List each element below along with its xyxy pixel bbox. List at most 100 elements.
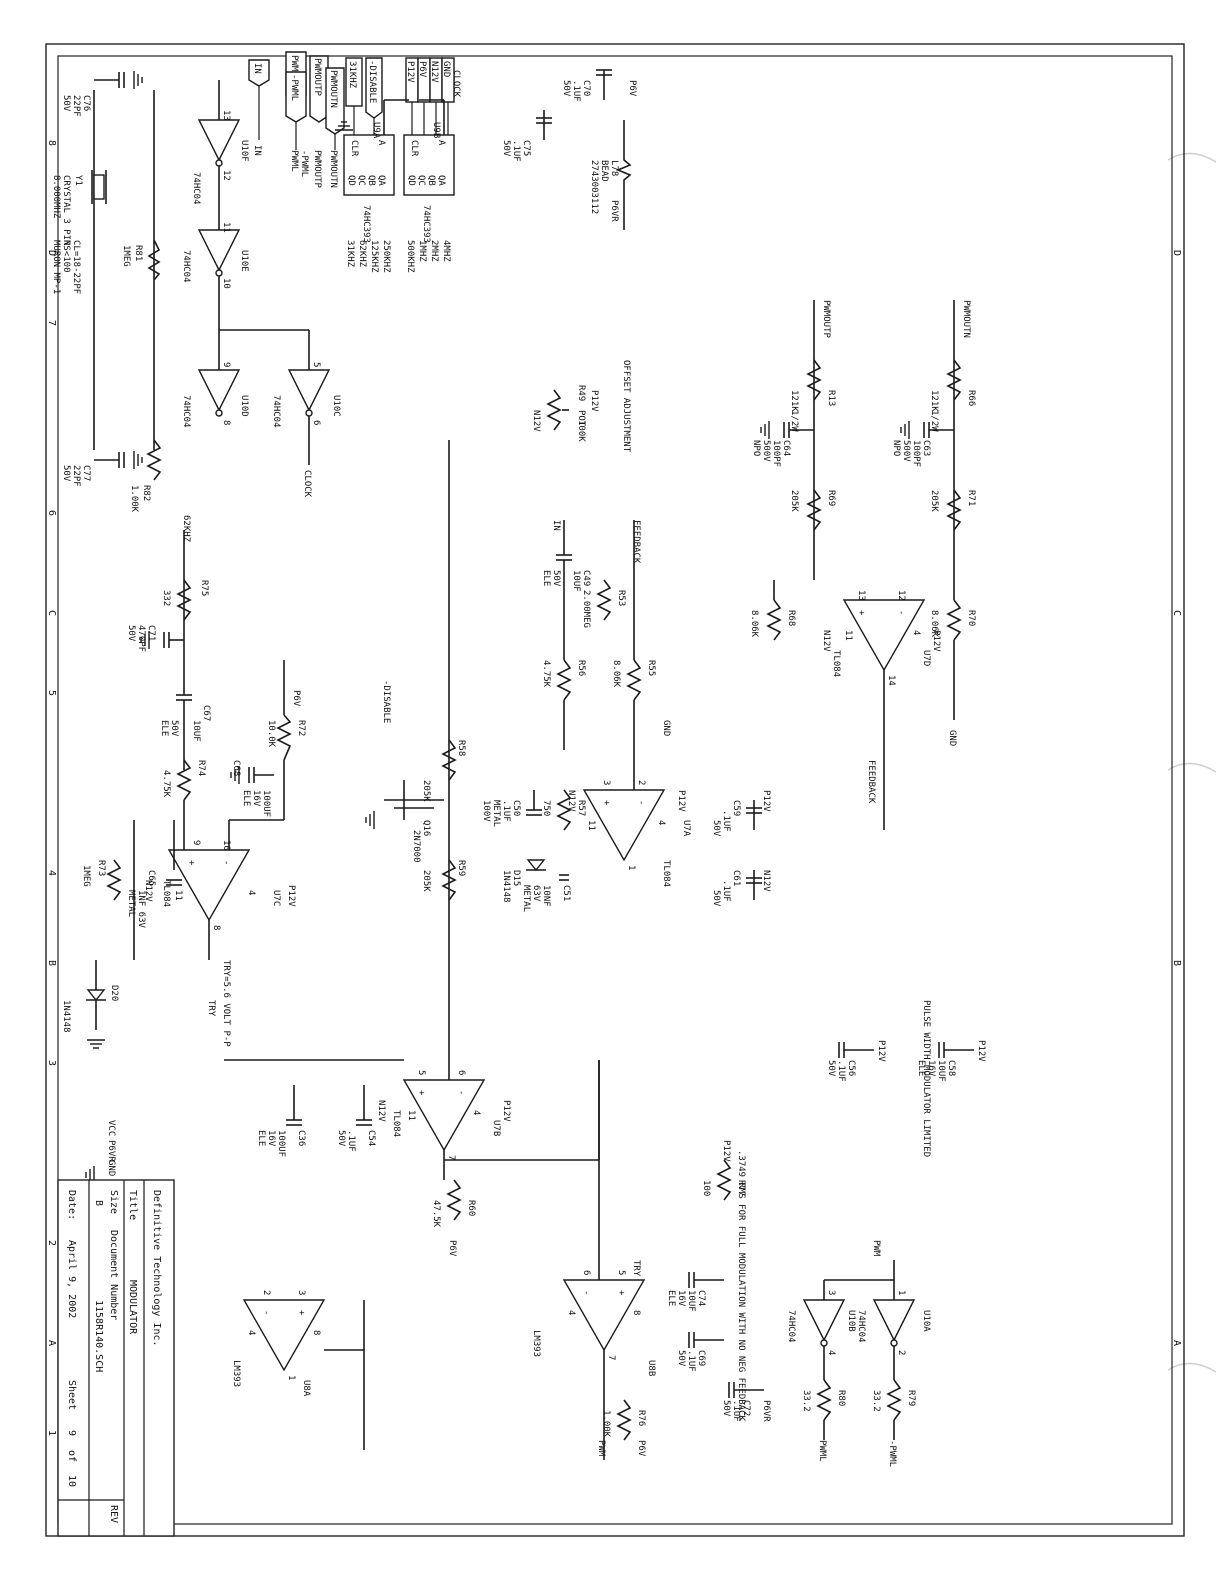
port-net-label: IN (252, 145, 262, 156)
ref-label: C65 (146, 870, 156, 886)
net-label: GND (947, 730, 957, 746)
capacitor-c71: C71 470PF 50V (126, 625, 184, 652)
opamp-sign: + (856, 610, 866, 616)
ref-label: C67 (201, 705, 211, 721)
pin-label: A (376, 140, 386, 146)
ref-label: Y1 (73, 175, 83, 186)
value-label: NPO (751, 440, 761, 456)
opamp-sign: - (896, 610, 906, 615)
resistor-r73: R73 1MEG (81, 859, 122, 901)
freq-label: 1MHZ (417, 240, 427, 262)
capacitor-c68: C68 100UF 16V ELE (230, 760, 274, 817)
part-label: 74HC393 (361, 205, 371, 243)
value-label: 500V (901, 440, 911, 462)
capacitor-c59: C59 .1UF 50V P12V (711, 790, 771, 837)
integrator: - + U7B TL084 6 5 7 4 11 P12V N12V C54 .… (224, 1040, 600, 1257)
legend-label: VCC (106, 1120, 116, 1136)
pin-label: 11 (586, 820, 596, 831)
inverter-u10f: U10F 74HC04 13 12 (191, 110, 249, 205)
net-label: -PWML (887, 1440, 897, 1467)
resistor-r68: R68 8.06K (749, 599, 796, 641)
value-label: 100PF (771, 440, 781, 467)
ref-label: R59 (456, 860, 466, 876)
resistor-r69: R69 205K (789, 489, 836, 531)
value-label: 205K (421, 870, 431, 892)
value-label: ELE (241, 790, 251, 806)
capacitor-c54: C54 .1UF 50V (336, 1085, 376, 1152)
value-label: 8.06K (611, 660, 621, 688)
pin-label: 7 (606, 1355, 616, 1360)
net-label: FEEDBACK (866, 760, 876, 804)
pin-label: 12 (221, 170, 231, 181)
part-label: 74HC04 (786, 1310, 796, 1343)
value-label: 205K (929, 490, 939, 512)
ref-label: R60 (466, 1200, 476, 1216)
value-label: MURON MP-1 (51, 240, 61, 294)
border-row-numbers: 8 7 6 5 4 3 2 1 (46, 140, 57, 1436)
pin-label: 2 (896, 1350, 906, 1355)
opamp-sign: + (186, 860, 196, 866)
value-label: CL=18-22PF (71, 240, 81, 294)
ref-label: D20 (109, 985, 119, 1001)
value-label: 1/2W (789, 410, 799, 432)
part-label: TL084 (161, 880, 171, 907)
port-pwmoutp: PWMOUTP PWMOUTN PWMOUTP PWMOUTN (309, 55, 345, 189)
value-label: 470PF (136, 625, 146, 652)
punch-hole-mark (1167, 762, 1217, 773)
resistor-r58: R58 205K (421, 739, 466, 802)
port-label: PWML (289, 55, 299, 77)
ref-label: L78 (609, 160, 619, 176)
pin-label: 3 (296, 1290, 306, 1295)
docnum-label: Document Number (108, 1230, 119, 1320)
ref-label: R66 (966, 390, 976, 406)
freq-label: 4MHZ (441, 240, 451, 262)
resistor-r77: R77 100 P12V (701, 1140, 746, 1201)
ref-label: U10F (239, 140, 249, 162)
net-label: P12V (286, 885, 296, 907)
capacitor-c72: C72 .1UF 50V P6VR (721, 1382, 771, 1422)
value-label: 100V (481, 800, 491, 822)
ref-label: U9A (371, 122, 381, 139)
port-list: IN IN PWML -PWML PWML -PWML PWMOUTP PWMO… (248, 51, 455, 193)
inverter-u10b: U10B 74HC04 3 4 (786, 1290, 856, 1355)
capacitor-c69: C69 .1UF 50V (676, 1332, 724, 1372)
opamp-sign: + (296, 1310, 306, 1316)
ref-label: C50 (511, 800, 521, 816)
ref-label: C58 (946, 1060, 956, 1076)
bypass-caps: C58 10UF 16V ELE P12V C56 .1UF 50V P12V (826, 1040, 986, 1082)
inverter-u10d: U10D 74HC04 9 8 (181, 362, 249, 428)
net-label: PWMOUTN (961, 300, 971, 338)
pin-label: 6 (456, 1070, 466, 1075)
value-label: 100PF (911, 440, 921, 467)
ref-label: U8A (301, 1380, 311, 1397)
capacitor-c64: C64 100PF 500V NPO (751, 420, 814, 467)
pin-label: 5 (616, 1270, 626, 1275)
value-label: 2N7000 (411, 830, 421, 863)
value-label: 10.0K (266, 720, 276, 748)
net-label: P6V (636, 1440, 646, 1457)
capacitor-c49: C49 10UF 50V ELE (541, 520, 591, 592)
ref-label: U8B (646, 1360, 656, 1376)
port-net-label: PWML (289, 150, 299, 172)
clock-divider: CLOCK U9B 74HC393 A CLR QA QB QC QD 4MHZ… (334, 69, 637, 273)
size-value: B (93, 1200, 104, 1206)
part-label: 74HC04 (181, 395, 191, 428)
net-label: N12V (566, 790, 576, 812)
value-label: 2.00MEG (581, 590, 591, 628)
sheet-outer-border (45, 43, 1185, 1537)
capacitor-c50: C50 .1UF METAL 100V (481, 790, 542, 827)
resistor-r13: R13 121K 1/2W (789, 359, 836, 432)
ref-label: R49 (576, 385, 586, 401)
pin-label: 1 (286, 1375, 296, 1380)
opamp-sign: - (261, 1310, 271, 1315)
value-label: 50V (61, 465, 71, 482)
value-label: ELE (666, 1290, 676, 1306)
port-label: P12V (405, 61, 415, 83)
value-label: 1MEG (81, 865, 91, 887)
value-label: CRYSTAL 3 PIN (61, 175, 71, 245)
value-label: 50V (826, 1060, 836, 1077)
drawing-title: MODULATOR (127, 1280, 138, 1335)
pin-label: 1 (626, 865, 636, 870)
output-diff-amp: PWMOUTN PWMOUTP R66 121K 1/2W R13 121K 1… (749, 300, 976, 830)
resistor-r55: R55 8.06K (611, 659, 656, 701)
